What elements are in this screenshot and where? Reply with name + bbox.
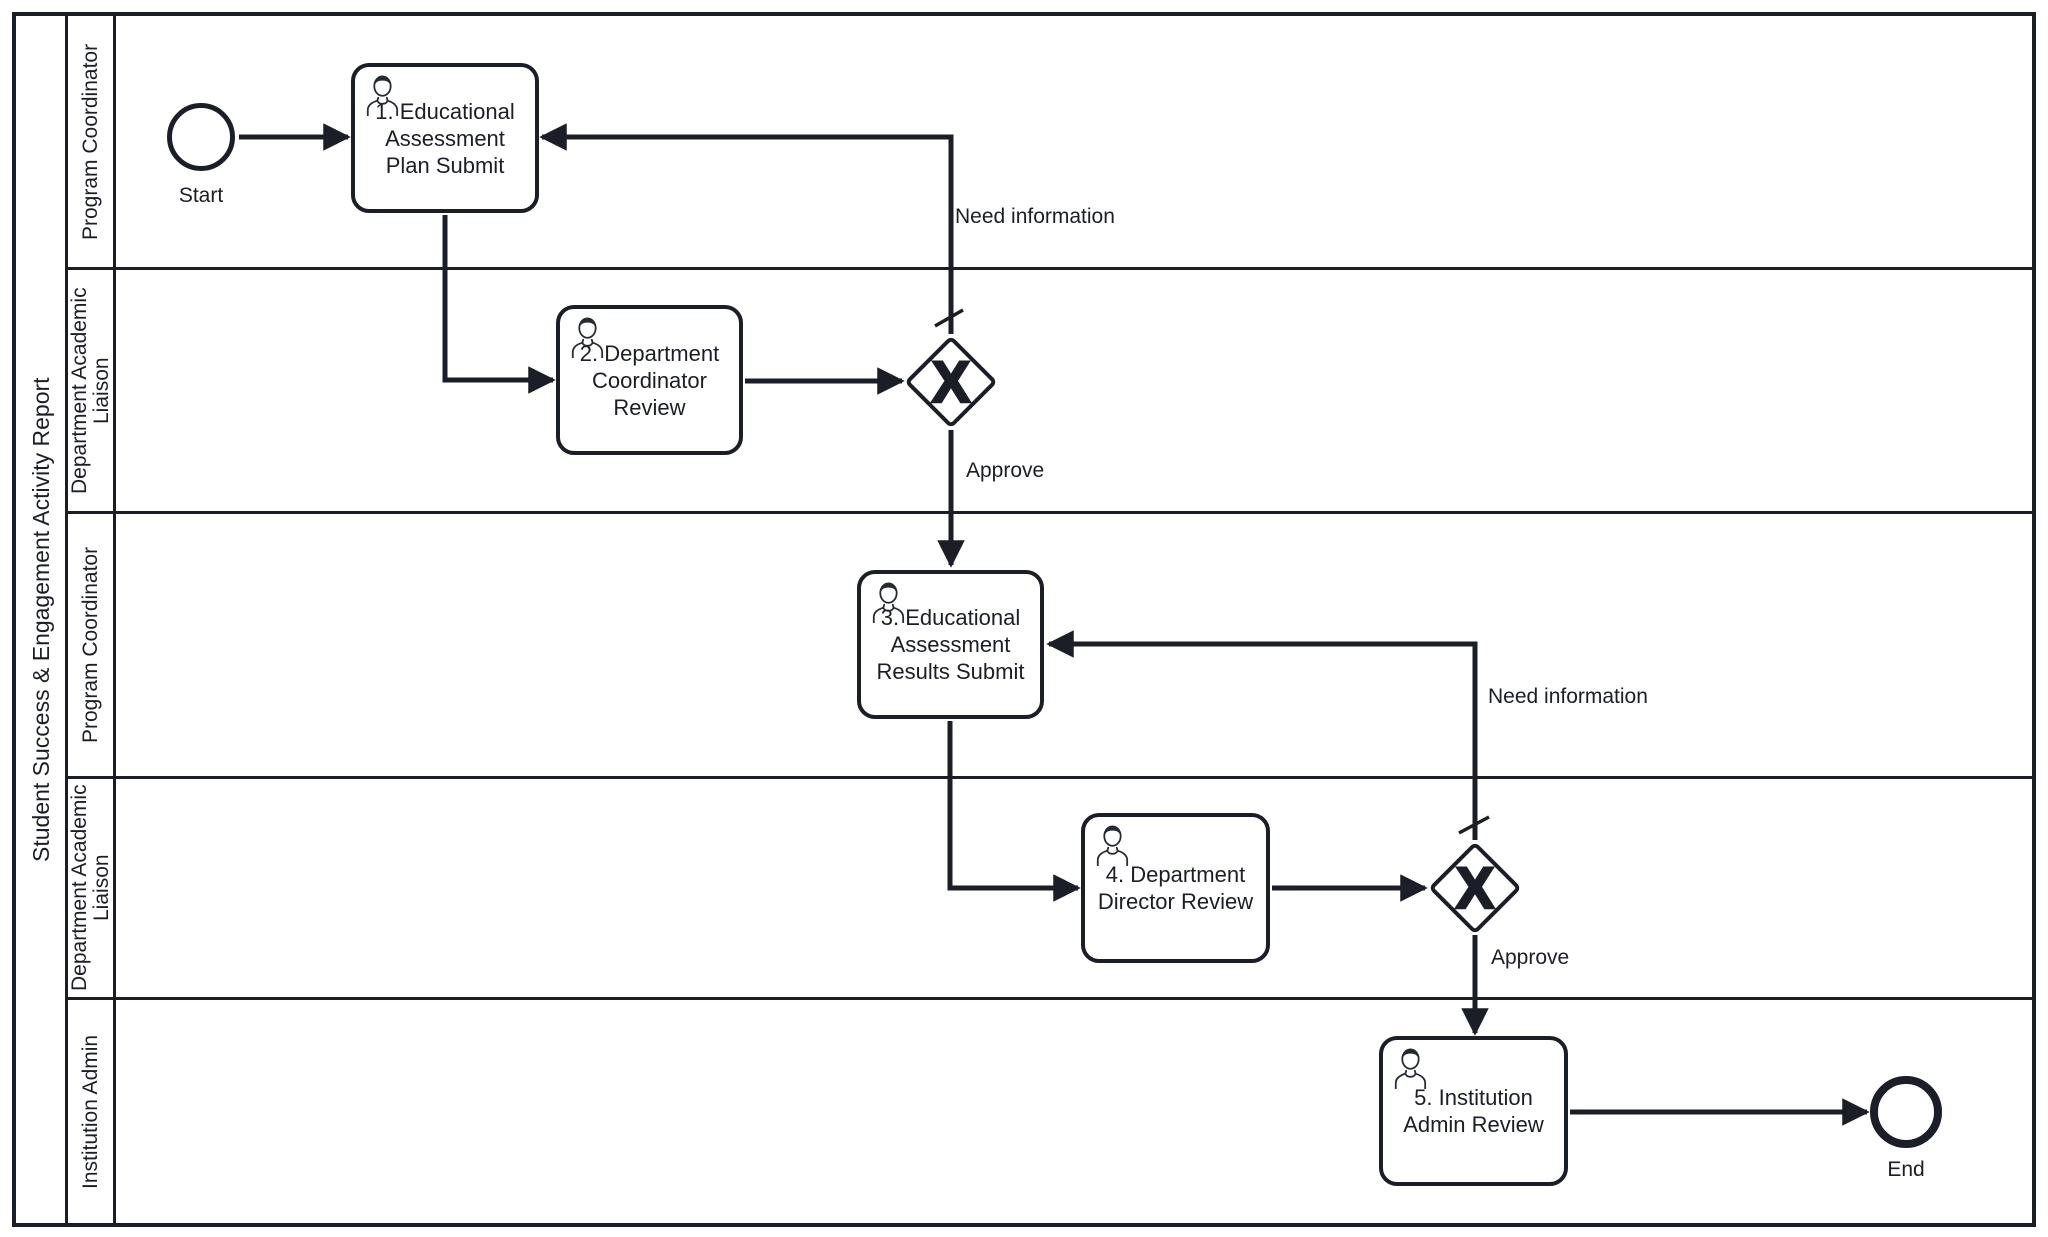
flow-label-need-information-1: Need information xyxy=(955,205,1115,228)
task-label: 1. Educational Assessment Plan Submit xyxy=(375,98,515,178)
user-icon xyxy=(1096,825,1129,866)
pool-title-label: Student Success & Engagement Activity Re… xyxy=(27,377,54,862)
exclusive-gateway-2-marker: X xyxy=(1454,854,1495,922)
task-label: 3. Educational Assessment Results Submit xyxy=(876,605,1025,684)
lane-divider-4 xyxy=(65,997,2032,1000)
task-educational-assessment-results-submit[interactable]: 3. Educational Assessment Results Submit xyxy=(857,570,1044,719)
end-event[interactable] xyxy=(1870,1076,1942,1148)
lane-institution-admin[interactable]: Institution Admin xyxy=(68,1000,113,1223)
lane-label-divider xyxy=(113,16,116,1223)
lane-department-academic-liaison-2[interactable]: Department Academic Liaison xyxy=(68,779,113,997)
lane-label: Program Coordinator xyxy=(78,43,102,240)
lane-label: Program Coordinator xyxy=(78,546,102,744)
lane-divider-2 xyxy=(65,511,2032,514)
user-icon xyxy=(1394,1048,1427,1089)
task-label: 4. Department Director Review xyxy=(1097,862,1254,914)
task-label: 2. Department Coordinator Review xyxy=(579,340,720,420)
start-event[interactable] xyxy=(167,103,235,171)
user-icon xyxy=(366,75,399,116)
pool-title: Student Success & Engagement Activity Re… xyxy=(16,16,65,1223)
lane-divider-3 xyxy=(65,776,2032,779)
user-icon xyxy=(571,317,604,358)
flow-label-need-information-2: Need information xyxy=(1488,685,1648,708)
user-icon xyxy=(872,582,905,623)
lane-divider-1 xyxy=(65,267,2032,270)
task-educational-assessment-plan-submit[interactable]: 1. Educational Assessment Plan Submit xyxy=(351,63,539,213)
flow-label-approve-2: Approve xyxy=(1491,946,1570,969)
pool-boundary[interactable] xyxy=(12,12,2036,1227)
start-event-label: Start xyxy=(178,184,224,207)
lane-department-academic-liaison-1[interactable]: Department Academic Liaison xyxy=(68,270,113,511)
task-department-director-review[interactable]: 4. Department Director Review xyxy=(1081,813,1270,963)
lane-label: Department Academic Liaison xyxy=(67,784,113,992)
exclusive-gateway-1-marker: X xyxy=(930,348,971,416)
lane-program-coordinator-2[interactable]: Program Coordinator xyxy=(68,514,113,776)
end-event-label: End xyxy=(1887,1158,1925,1181)
lane-label: Department Academic Liaison xyxy=(67,287,113,494)
task-label: 5. Institution Admin Review xyxy=(1403,1085,1544,1137)
pool-title-divider xyxy=(65,16,68,1223)
lane-program-coordinator-1[interactable]: Program Coordinator xyxy=(68,16,113,267)
lane-label: Institution Admin xyxy=(78,1034,102,1189)
task-institution-admin-review[interactable]: 5. Institution Admin Review xyxy=(1379,1036,1568,1186)
task-department-coordinator-review[interactable]: 2. Department Coordinator Review xyxy=(556,305,743,455)
flow-label-approve-1: Approve xyxy=(966,459,1045,482)
